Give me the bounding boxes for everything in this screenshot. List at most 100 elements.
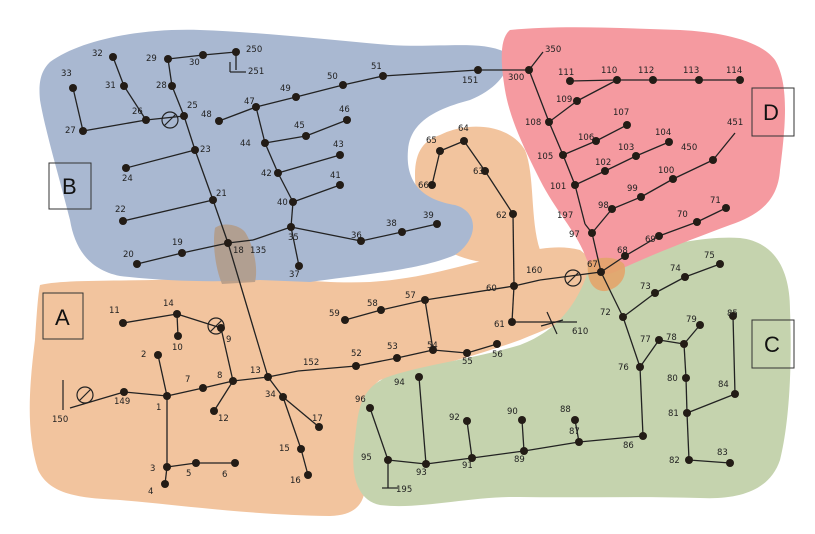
bus-node-22[interactable] — [119, 217, 127, 225]
bus-node-102[interactable] — [601, 167, 609, 175]
bus-node-12[interactable] — [210, 407, 218, 415]
bus-node-81[interactable] — [683, 409, 691, 417]
bus-node-42[interactable] — [274, 169, 282, 177]
bus-node-49[interactable] — [292, 93, 300, 101]
bus-node-103[interactable] — [632, 152, 640, 160]
bus-node-35[interactable] — [287, 223, 295, 231]
bus-node-71[interactable] — [722, 204, 730, 212]
bus-node-39[interactable] — [433, 220, 441, 228]
bus-node-47[interactable] — [252, 103, 260, 111]
bus-node-59[interactable] — [341, 316, 349, 324]
bus-node-4[interactable] — [161, 480, 169, 488]
bus-node-97[interactable] — [588, 229, 596, 237]
bus-node-68[interactable] — [621, 252, 629, 260]
bus-node-106[interactable] — [592, 137, 600, 145]
bus-node-50[interactable] — [339, 81, 347, 89]
bus-node-73[interactable] — [651, 289, 659, 297]
bus-node-100[interactable] — [669, 175, 677, 183]
bus-node-93[interactable] — [422, 460, 430, 468]
bus-node-83[interactable] — [726, 459, 734, 467]
bus-node-9[interactable] — [217, 324, 225, 332]
bus-node-62[interactable] — [509, 210, 517, 218]
bus-node-72[interactable] — [619, 313, 627, 321]
bus-node-21[interactable] — [209, 196, 217, 204]
bus-node-41[interactable] — [336, 181, 344, 189]
bus-node-54[interactable] — [429, 346, 437, 354]
bus-node-40[interactable] — [289, 198, 297, 206]
bus-node-79[interactable] — [696, 321, 704, 329]
bus-node-2[interactable] — [154, 351, 162, 359]
bus-node-95[interactable] — [384, 456, 392, 464]
bus-node-94[interactable] — [415, 373, 423, 381]
bus-node-87[interactable] — [575, 438, 583, 446]
bus-node-300[interactable] — [525, 66, 533, 74]
bus-node-17[interactable] — [315, 423, 323, 431]
bus-node-69[interactable] — [655, 232, 663, 240]
bus-node-84[interactable] — [731, 390, 739, 398]
bus-node-48[interactable] — [215, 117, 223, 125]
bus-node-20[interactable] — [133, 260, 141, 268]
bus-node-28[interactable] — [168, 82, 176, 90]
bus-node-32[interactable] — [109, 53, 117, 61]
bus-node-44[interactable] — [261, 139, 269, 147]
bus-node-5[interactable] — [192, 459, 200, 467]
bus-node-66[interactable] — [428, 181, 436, 189]
bus-node-16[interactable] — [304, 471, 312, 479]
bus-node-104[interactable] — [665, 138, 673, 146]
bus-node-30[interactable] — [199, 51, 207, 59]
bus-node-92[interactable] — [463, 417, 471, 425]
bus-node-3[interactable] — [163, 463, 171, 471]
bus-node-107[interactable] — [623, 121, 631, 129]
bus-node-37[interactable] — [295, 262, 303, 270]
bus-node-34[interactable] — [279, 393, 287, 401]
bus-node-15[interactable] — [297, 445, 305, 453]
bus-node-250[interactable] — [232, 48, 240, 56]
bus-node-31[interactable] — [120, 82, 128, 90]
bus-node-108[interactable] — [545, 118, 553, 126]
bus-node-7[interactable] — [199, 384, 207, 392]
bus-node-36[interactable] — [357, 237, 365, 245]
bus-node-89[interactable] — [520, 447, 528, 455]
bus-node-82[interactable] — [685, 456, 693, 464]
bus-node-99[interactable] — [637, 193, 645, 201]
bus-node-113[interactable] — [695, 76, 703, 84]
bus-node-77[interactable] — [655, 336, 663, 344]
bus-node-76[interactable] — [636, 363, 644, 371]
bus-node-18[interactable] — [224, 239, 232, 247]
bus-node-46[interactable] — [343, 116, 351, 124]
bus-node-43[interactable] — [336, 151, 344, 159]
bus-node-33[interactable] — [69, 84, 77, 92]
bus-node-101[interactable] — [571, 181, 579, 189]
bus-node-75[interactable] — [716, 260, 724, 268]
bus-node-111[interactable] — [566, 77, 574, 85]
bus-node-56[interactable] — [493, 340, 501, 348]
bus-node-55[interactable] — [463, 349, 471, 357]
bus-node-61[interactable] — [508, 318, 516, 326]
bus-node-96[interactable] — [366, 404, 374, 412]
bus-node-19[interactable] — [178, 249, 186, 257]
bus-node-450[interactable] — [709, 156, 717, 164]
bus-node-52[interactable] — [352, 362, 360, 370]
bus-node-13[interactable] — [264, 373, 272, 381]
bus-node-14[interactable] — [173, 310, 181, 318]
bus-node-53[interactable] — [393, 354, 401, 362]
bus-node-85[interactable] — [729, 312, 737, 320]
bus-node-78[interactable] — [680, 340, 688, 348]
bus-node-51[interactable] — [379, 72, 387, 80]
bus-node-110[interactable] — [613, 76, 621, 84]
bus-node-38[interactable] — [398, 228, 406, 236]
bus-node-27[interactable] — [79, 127, 87, 135]
bus-node-65[interactable] — [436, 147, 444, 155]
bus-node-74[interactable] — [681, 273, 689, 281]
bus-node-109[interactable] — [573, 97, 581, 105]
bus-node-60[interactable] — [510, 282, 518, 290]
bus-node-114[interactable] — [736, 76, 744, 84]
bus-node-149[interactable] — [120, 388, 128, 396]
bus-node-151[interactable] — [474, 66, 482, 74]
bus-node-86[interactable] — [639, 432, 647, 440]
bus-node-80[interactable] — [682, 374, 690, 382]
bus-node-58[interactable] — [377, 306, 385, 314]
bus-node-57[interactable] — [421, 296, 429, 304]
bus-node-11[interactable] — [119, 319, 127, 327]
bus-node-91[interactable] — [468, 454, 476, 462]
